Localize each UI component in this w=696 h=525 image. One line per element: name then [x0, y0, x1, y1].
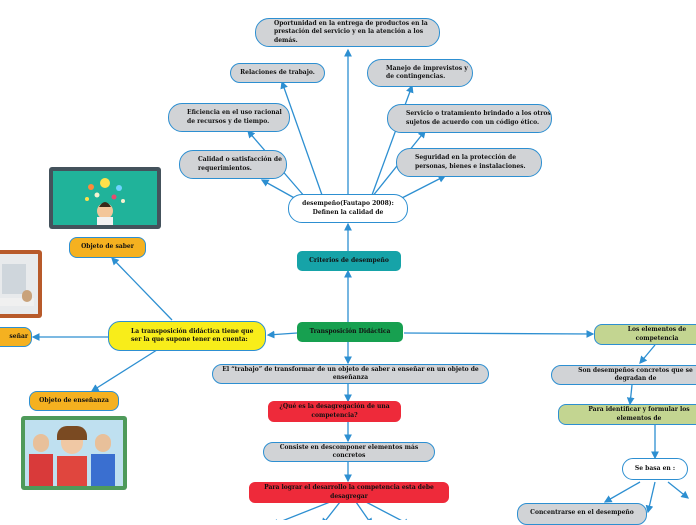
node-transposicion-supone[interactable]: La transposición didáctica tiene que ser…	[108, 321, 266, 351]
idea-bulb-icon	[85, 178, 125, 225]
node-eficiencia[interactable]: Eficiencia en el uso racional de recurso…	[168, 103, 290, 132]
node-relaciones[interactable]: Relaciones de trabajo.	[230, 63, 325, 83]
node-calidad[interactable]: Calidad o satisfacción de requerimientos…	[179, 150, 287, 179]
node-transposicion[interactable]: Transposición Didáctica	[297, 322, 403, 342]
classroom-photo	[0, 250, 42, 318]
node-ensenar-cut[interactable]: señar	[0, 327, 32, 347]
node-que-es[interactable]: ¿Qué es la desagregación de una competen…	[268, 401, 401, 422]
node-servicio[interactable]: Servicio o tratamiento brindado a los ot…	[387, 104, 552, 133]
node-manejo[interactable]: Manejo de imprevistos y de contingencias…	[367, 59, 473, 87]
node-trabajo[interactable]: El “trabajo” de transformar de un objeto…	[212, 364, 489, 384]
node-lograr[interactable]: Para lograr el desarrollo la competencia…	[249, 482, 449, 503]
node-concentrarse[interactable]: Concentrarse en el desempeño	[517, 503, 647, 525]
node-oportunidad[interactable]: Oportunidad en la entrega de productos e…	[255, 18, 440, 47]
node-criterios[interactable]: Criterios de desempeño	[297, 251, 401, 271]
node-identificar[interactable]: Para identificar y formular los elemento…	[558, 404, 696, 425]
node-objeto-ensenanza[interactable]: Objeto de enseñanza	[29, 391, 119, 411]
node-desempeno[interactable]: desempeño(Fautapo 2008): Definen la cali…	[288, 194, 408, 223]
teacher-idea-illustration	[49, 167, 161, 229]
node-se-basa[interactable]: Se basa en :	[622, 458, 688, 480]
node-elementos[interactable]: Los elementos de competencia	[594, 324, 696, 345]
node-objeto-saber[interactable]: Objeto de saber	[69, 237, 146, 258]
children-photo	[21, 416, 127, 490]
node-seguridad[interactable]: Seguridad en la protección de personas, …	[396, 148, 542, 177]
node-consiste[interactable]: Consiste en descomponer elementos más co…	[263, 442, 435, 462]
node-desempenos-concretos[interactable]: Son desempeños concretos que se degradan…	[551, 365, 696, 385]
